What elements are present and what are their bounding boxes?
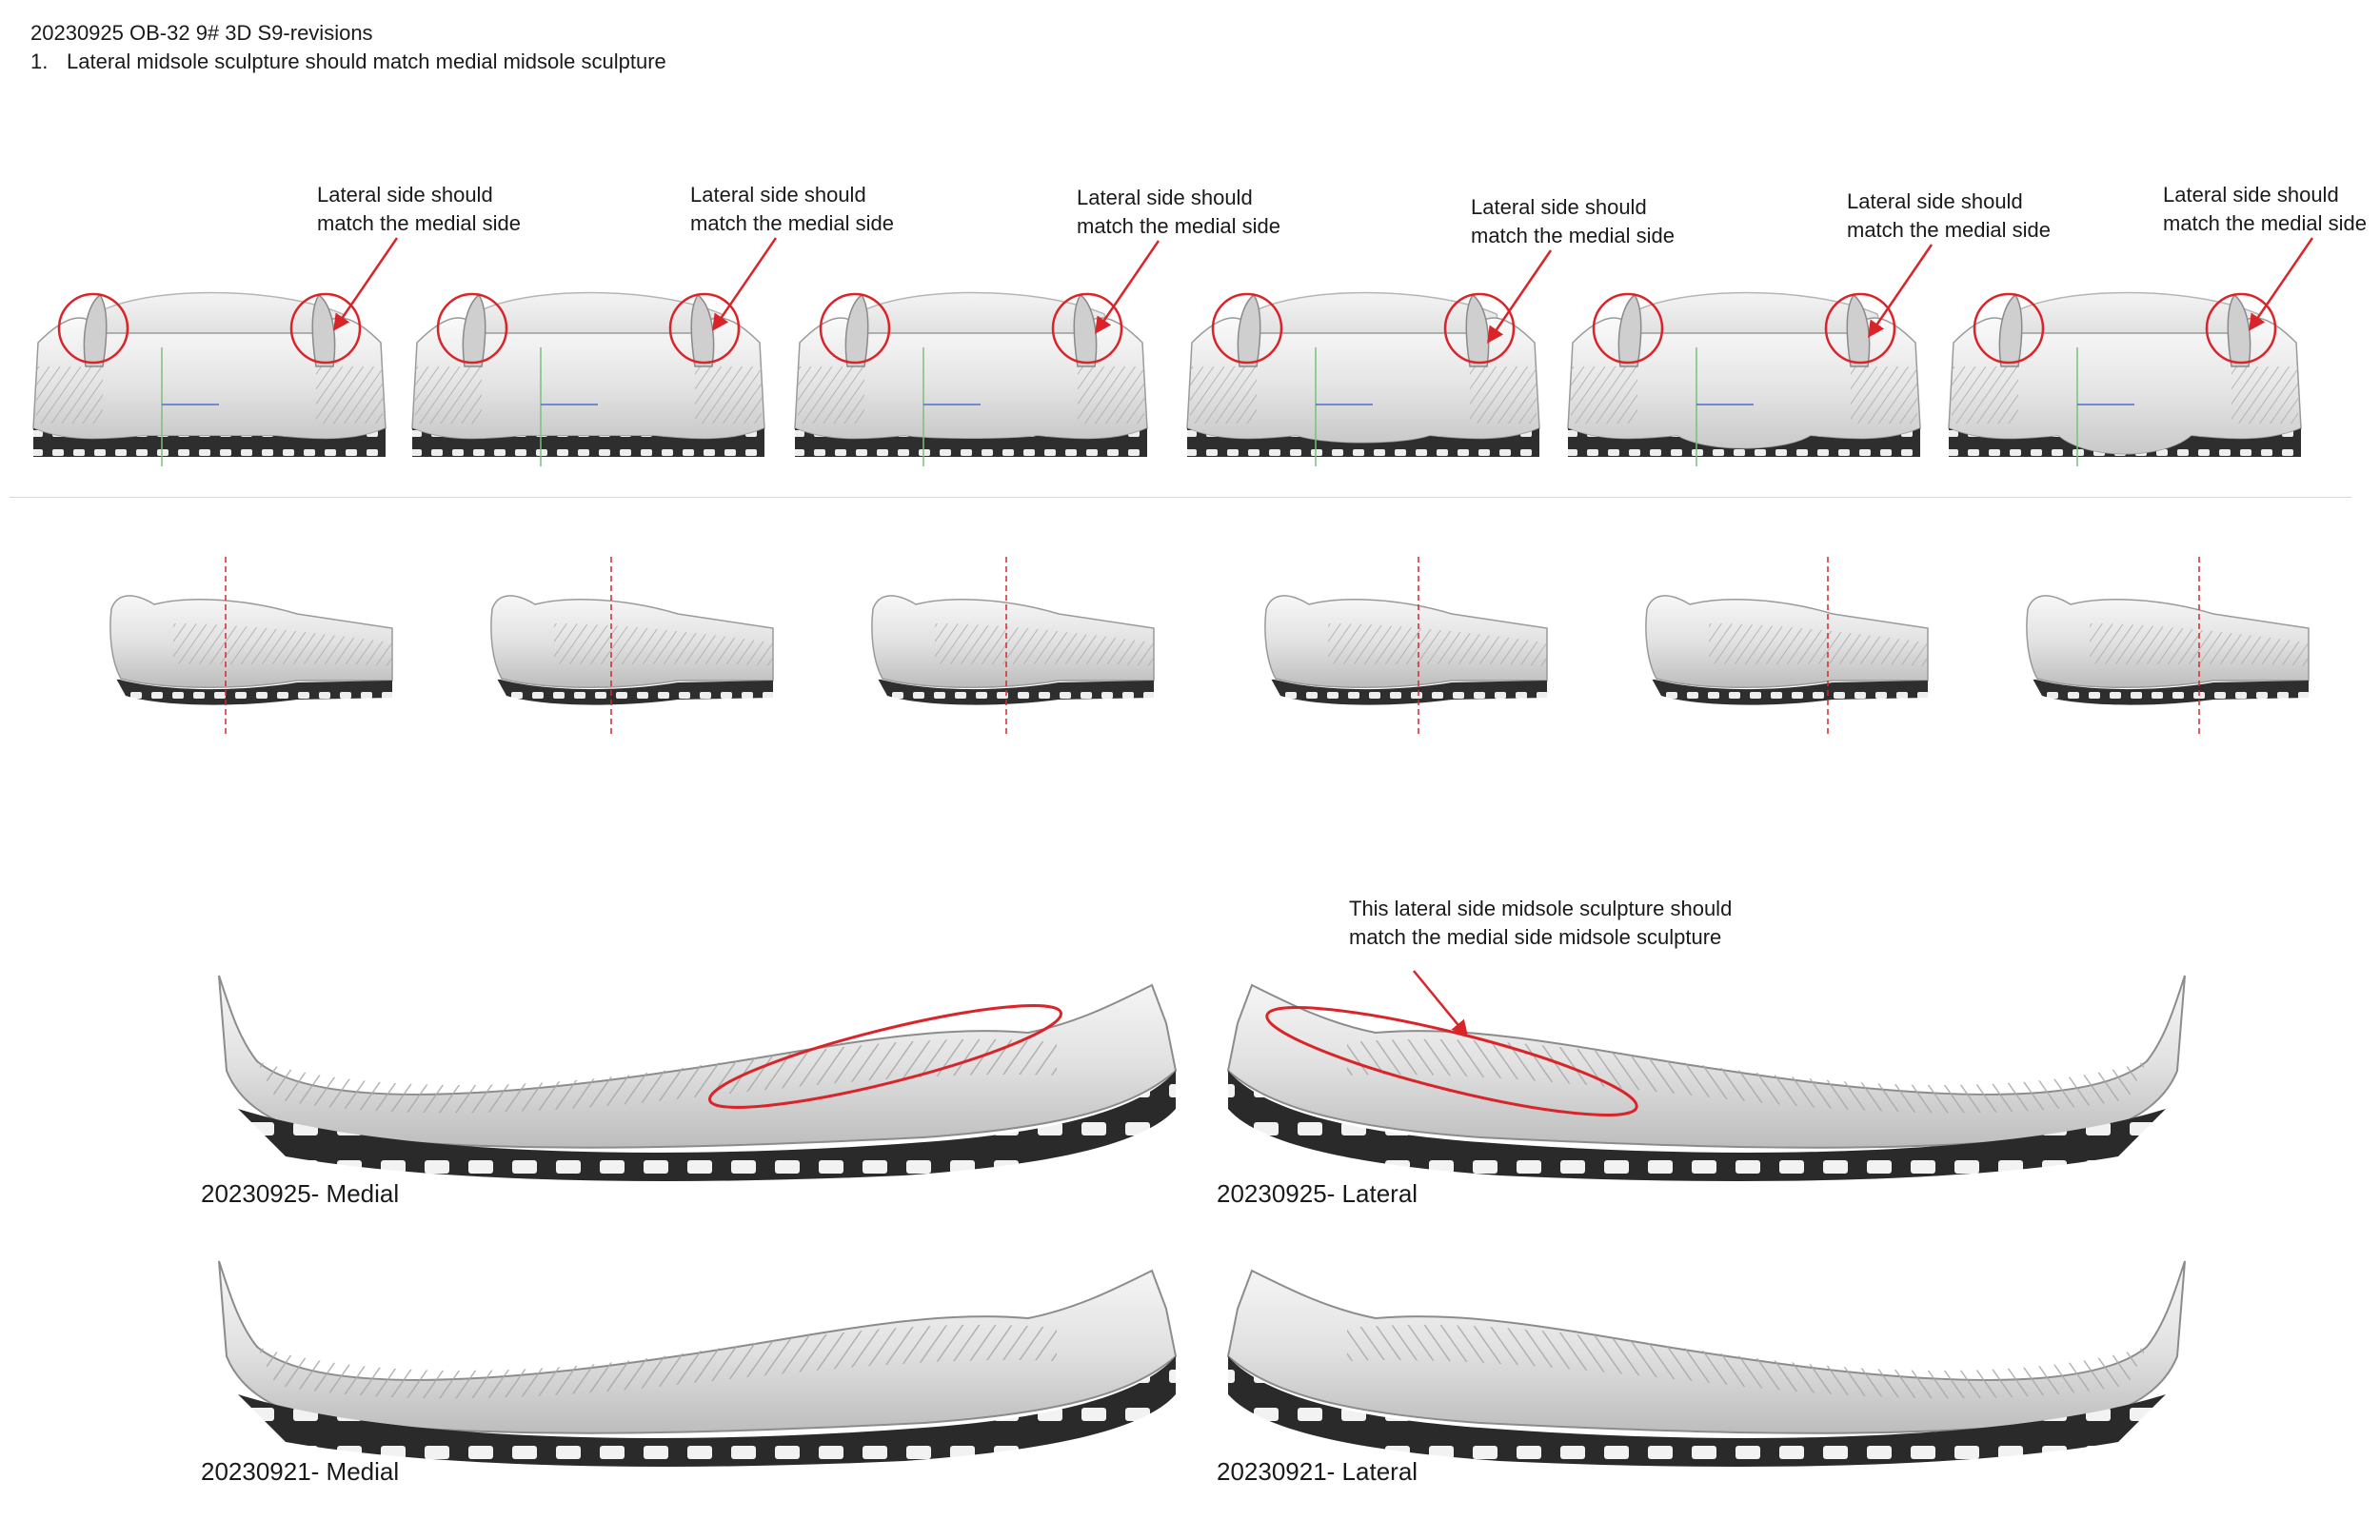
side-view-render	[109, 557, 393, 738]
side-view-render	[1645, 557, 1929, 738]
annotation-circle-lateral	[1443, 292, 1516, 365]
annotation-circle-lateral	[668, 292, 741, 365]
side-view-4	[1261, 557, 1557, 747]
front-view-2	[407, 276, 769, 476]
annotation-circle-medial	[57, 292, 129, 365]
sole-lateral-20230921	[1214, 1252, 2204, 1471]
annotation-circle-medial	[819, 292, 891, 365]
callout-arrow	[1487, 249, 1553, 344]
annotation-ellipse	[708, 1004, 1062, 1109]
front-view-render	[411, 291, 765, 466]
front-views-row	[0, 176, 2380, 509]
document-header: 20230925 OB-32 9# 3D S9-revisions 1. Late…	[30, 19, 666, 76]
annotation-circle-lateral	[289, 292, 362, 365]
front-view-render	[1186, 291, 1540, 466]
sole-lateral-20230925-render	[1226, 970, 2186, 1181]
sole-lateral-20230921-render	[1226, 1260, 2186, 1467]
front-view-render	[794, 291, 1148, 466]
front-view-callout: Lateral side should match the medial sid…	[317, 183, 521, 235]
callout-arrow	[712, 237, 778, 331]
sole-medial-20230921-render	[218, 1260, 1178, 1467]
caption-medial-20230921: 20230921- Medial	[201, 1457, 400, 1486]
front-view-render	[1567, 291, 1921, 466]
front-view-render	[1948, 291, 2302, 466]
sole-medial-20230921	[200, 1252, 1190, 1471]
side-view-1	[107, 557, 402, 747]
side-view-render	[2026, 557, 2310, 738]
side-view-2	[487, 557, 783, 747]
row-divider	[10, 497, 2351, 498]
callout-arrow	[2249, 237, 2314, 331]
front-view-1	[29, 276, 390, 476]
annotation-circle-medial	[436, 292, 508, 365]
callout-arrow	[1868, 244, 1934, 338]
side-view-6	[2023, 557, 2318, 747]
annotation-circle-medial	[1592, 292, 1664, 365]
front-view-render	[32, 291, 387, 466]
front-view-3	[790, 276, 1152, 476]
annotation-circle-medial	[1211, 292, 1283, 365]
callout-arrow	[1095, 240, 1160, 334]
revision-item-text: Lateral midsole sculpture should match m…	[67, 49, 666, 73]
document-title: 20230925 OB-32 9# 3D S9-revisions	[30, 21, 373, 45]
front-view-4	[1182, 276, 1544, 476]
revision-item: 1. Lateral midsole sculpture should match…	[30, 48, 666, 76]
front-view-callout: Lateral side should match the medial sid…	[2163, 183, 2367, 235]
comparison-callout: This lateral side midsole sculpture shou…	[1349, 897, 1733, 949]
side-view-render	[871, 557, 1155, 738]
side-view-render	[490, 557, 774, 738]
side-view-3	[868, 557, 1163, 747]
sole-medial-20230925-render	[218, 975, 1178, 1181]
revision-item-number: 1.	[30, 49, 49, 73]
annotation-arrow	[1413, 970, 1469, 1037]
front-view-callout: Lateral side should match the medial sid…	[1077, 186, 1280, 238]
front-view-6	[1944, 276, 2306, 476]
sole-lateral-20230925	[1214, 966, 2204, 1185]
side-view-render	[1264, 557, 1548, 738]
annotation-circle-lateral	[1051, 292, 1123, 365]
annotation-circle-lateral	[1824, 292, 1896, 365]
caption-lateral-20230925: 20230925- Lateral	[1217, 1179, 1418, 1208]
sole-medial-20230925	[200, 966, 1190, 1185]
front-view-callout: Lateral side should match the medial sid…	[1847, 189, 2051, 242]
callout-arrow	[333, 237, 399, 331]
annotation-circle-lateral	[2205, 292, 2277, 365]
front-view-5	[1563, 276, 1925, 476]
front-view-callout: Lateral side should match the medial sid…	[690, 183, 894, 235]
caption-medial-20230925: 20230925- Medial	[201, 1179, 400, 1208]
front-view-callout: Lateral side should match the medial sid…	[1471, 195, 1675, 247]
caption-lateral-20230921: 20230921- Lateral	[1217, 1457, 1418, 1486]
side-view-5	[1642, 557, 1937, 747]
annotation-circle-medial	[1973, 292, 2045, 365]
